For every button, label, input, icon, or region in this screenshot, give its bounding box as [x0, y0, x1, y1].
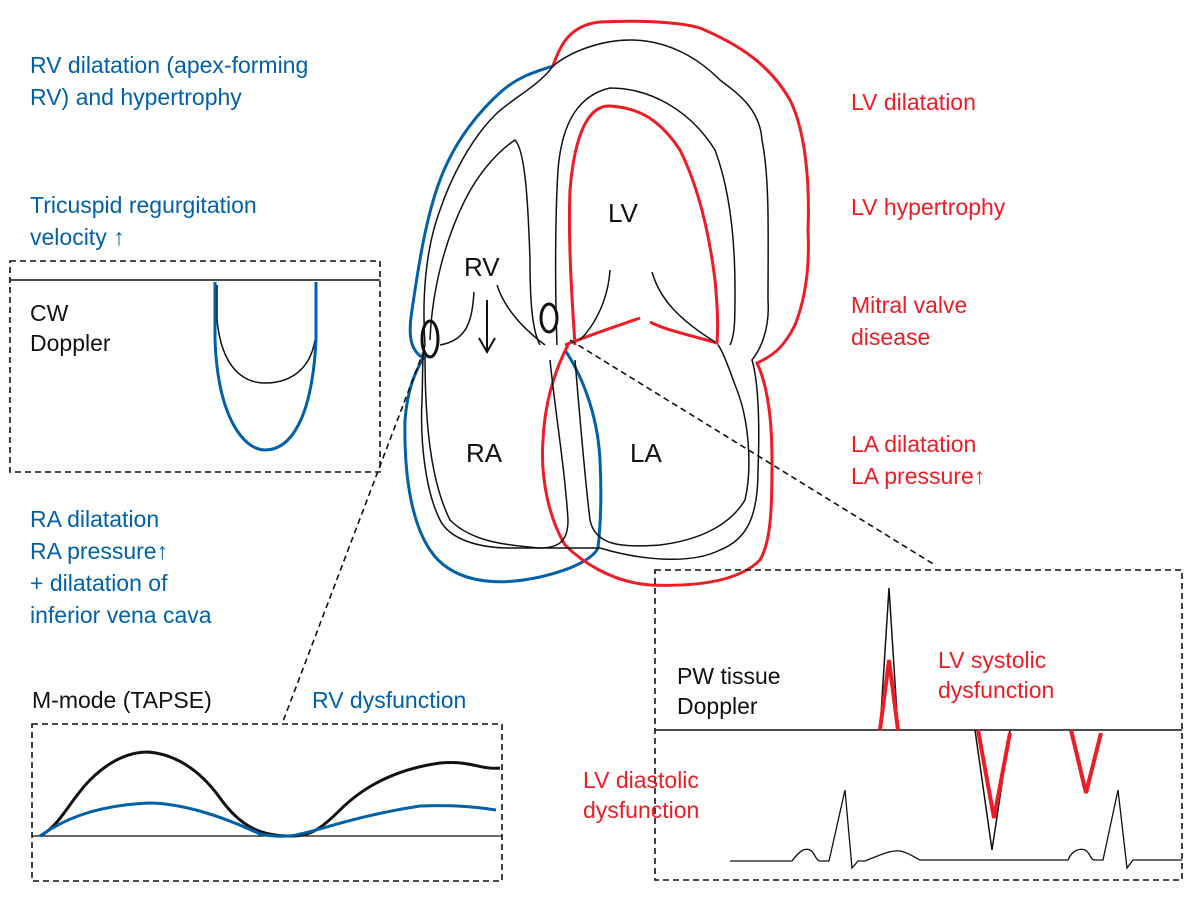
lv-myocardium-line: [554, 87, 736, 346]
mitral-annulus-ring: [539, 302, 559, 334]
down-arrow-icon: [478, 300, 496, 355]
ecg-trace: [730, 789, 1182, 870]
left-annotations: RV dilatation (apex-forming RV) and hype…: [30, 52, 308, 628]
tapse-leader-line: [281, 349, 425, 725]
cw-doppler-label-1: CW: [30, 300, 69, 326]
mitral-line-1: Mitral valve: [851, 292, 967, 318]
lv-papillary-left: [579, 269, 611, 341]
pw-normal-s-wave: [879, 587, 899, 731]
lv-dilatation-label: LV dilatation: [851, 89, 976, 115]
pw-tissue-label-1: PW tissue: [677, 663, 781, 689]
heart-diagram: RV LV RA LA: [403, 19, 810, 587]
right-annotations: LV dilatation LV hypertrophy Mitral valv…: [851, 89, 1006, 489]
lv-inner-red-outline: [567, 104, 720, 346]
rv-outer-blue-outline: [403, 64, 600, 584]
epicardium-outline: [420, 39, 769, 561]
rv-dysfunction-label: RV dysfunction: [312, 687, 466, 713]
mitral-line-2: disease: [851, 324, 930, 350]
tricuspid-annulus-ring: [420, 319, 440, 359]
mmode-title: M-mode (TAPSE): [32, 687, 212, 713]
chamber-label-ra: RA: [466, 438, 503, 468]
chamber-label-rv: RV: [464, 252, 500, 282]
mmode-inset: M-mode (TAPSE) RV dysfunction: [31, 687, 503, 882]
mmode-rv-dysfunction-trace: [39, 801, 497, 838]
pw-reduced-s-wave: [878, 659, 900, 731]
lv-diastolic-line-1: LV diastolic: [583, 767, 699, 793]
rv-dilatation-line-2: RV) and hypertrophy: [30, 84, 242, 110]
septum-blue-outline: [563, 349, 603, 549]
ra-line-3: + dilatation of: [30, 570, 168, 596]
rv-inner-wall: [429, 139, 541, 346]
mmode-normal-trace: [39, 750, 501, 838]
mitral-leaflet-red: [564, 316, 641, 347]
la-line-2: LA pressure↑: [851, 463, 985, 489]
ra-line-4: inferior vena cava: [30, 602, 212, 628]
lv-hypertrophy-label: LV hypertrophy: [851, 194, 1006, 220]
cw-doppler-tr-envelope: [213, 282, 318, 452]
pw-leader-line: [569, 339, 936, 566]
cw-doppler-frame: [9, 260, 381, 473]
pw-tissue-label-2: Doppler: [677, 693, 758, 719]
lv-outer-red-outline: [540, 19, 810, 587]
la-line-1: LA dilatation: [851, 431, 976, 457]
cw-doppler-normal-envelope: [216, 285, 316, 384]
pw-reduced-e-wave: [976, 729, 1012, 819]
pw-tissue-doppler-inset: PW tissue Doppler LV systolic dysfunctio…: [583, 569, 1183, 881]
lv-diastolic-line-2: dysfunction: [583, 797, 699, 823]
chamber-label-lv: LV: [608, 198, 639, 228]
rv-papillary-left: [439, 291, 475, 346]
mmode-frame: [31, 723, 503, 882]
cw-doppler-inset: CW Doppler: [9, 260, 381, 473]
rv-papillary-right: [496, 284, 546, 346]
ra-line-2: RA pressure↑: [30, 538, 168, 564]
rv-dilatation-line-1: RV dilatation (apex-forming: [30, 52, 308, 78]
ra-outline: [424, 354, 569, 549]
lv-papillary-right: [651, 271, 716, 343]
lv-systolic-line-2: dysfunction: [938, 677, 1054, 703]
chamber-label-la: LA: [630, 438, 662, 468]
lv-systolic-line-1: LV systolic: [938, 647, 1046, 673]
tricuspid-line-2: velocity ↑: [30, 224, 125, 250]
ra-line-1: RA dilatation: [30, 506, 159, 532]
la-outline: [574, 344, 750, 547]
pw-tissue-frame: [654, 569, 1183, 881]
cw-doppler-label-2: Doppler: [30, 330, 111, 356]
pw-reduced-a-wave: [1069, 729, 1103, 794]
tricuspid-line-1: Tricuspid regurgitation: [30, 192, 257, 218]
